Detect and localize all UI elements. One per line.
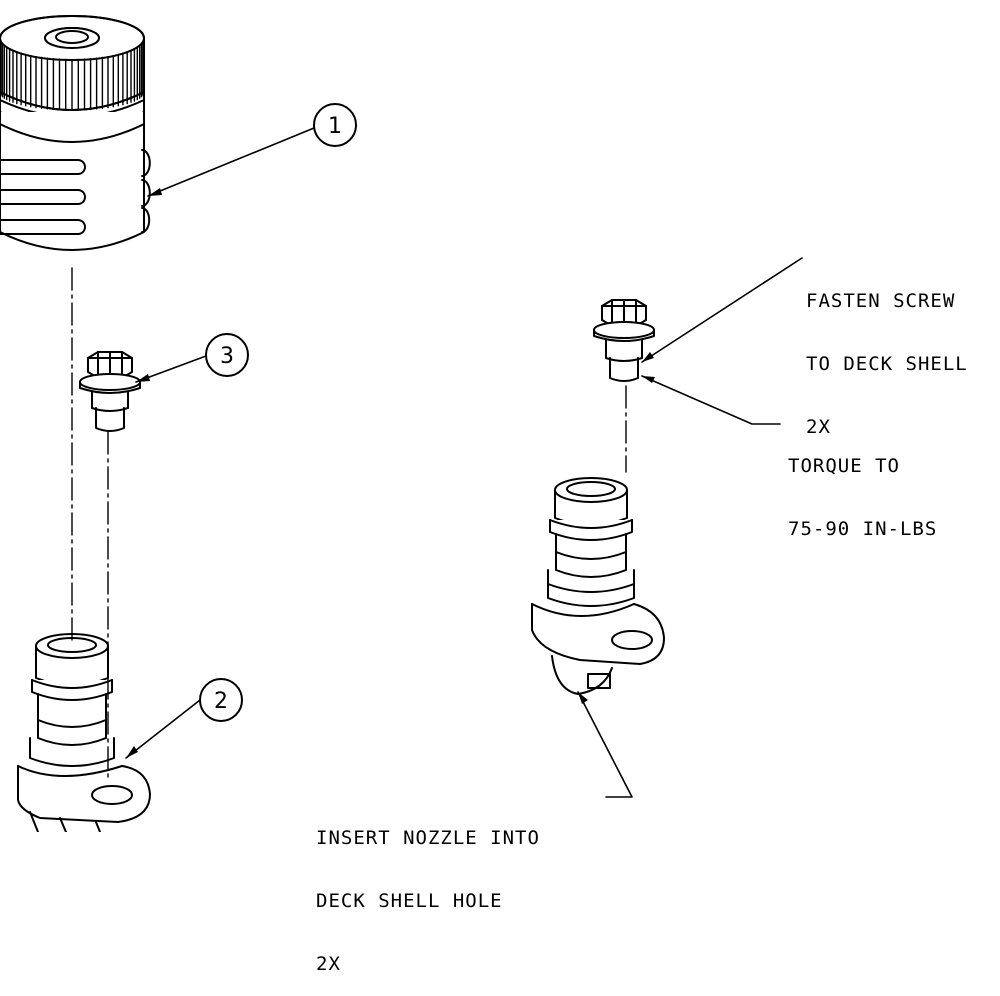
nozzle-icon bbox=[17, 633, 151, 832]
note-line: 75-90 IN-LBS bbox=[788, 518, 938, 540]
torque-note: TORQUE TO 75-90 IN-LBS bbox=[788, 414, 937, 561]
note-line: 2X bbox=[806, 416, 831, 438]
knurled-cap-icon bbox=[0, 15, 151, 251]
note-line: TORQUE TO bbox=[788, 455, 900, 477]
callout-number-1: 1 bbox=[328, 114, 342, 139]
callout-number-3: 3 bbox=[220, 344, 234, 369]
note-line: INSERT NOZZLE INTO bbox=[316, 827, 540, 849]
insert-nozzle-note: INSERT NOZZLE INTO DECK SHELL HOLE 2X bbox=[316, 786, 540, 996]
flange-screw-icon bbox=[79, 351, 141, 432]
fasten-screw-note: FASTEN SCREW TO DECK SHELL 2X bbox=[806, 249, 968, 459]
nozzle-icon bbox=[531, 477, 665, 695]
note-line: DECK SHELL HOLE bbox=[316, 890, 503, 912]
note-line: FASTEN SCREW bbox=[806, 290, 956, 312]
callout-balloon-1 bbox=[313, 103, 357, 147]
callout-balloon-3 bbox=[205, 333, 249, 377]
callout-number-2: 2 bbox=[214, 689, 228, 714]
assembly-drawing: 1 3 2 bbox=[0, 15, 803, 832]
note-line: 2X bbox=[316, 953, 341, 975]
callout-balloon-2 bbox=[199, 678, 243, 722]
note-line: TO DECK SHELL bbox=[806, 353, 968, 375]
flange-screw-icon bbox=[593, 299, 655, 382]
